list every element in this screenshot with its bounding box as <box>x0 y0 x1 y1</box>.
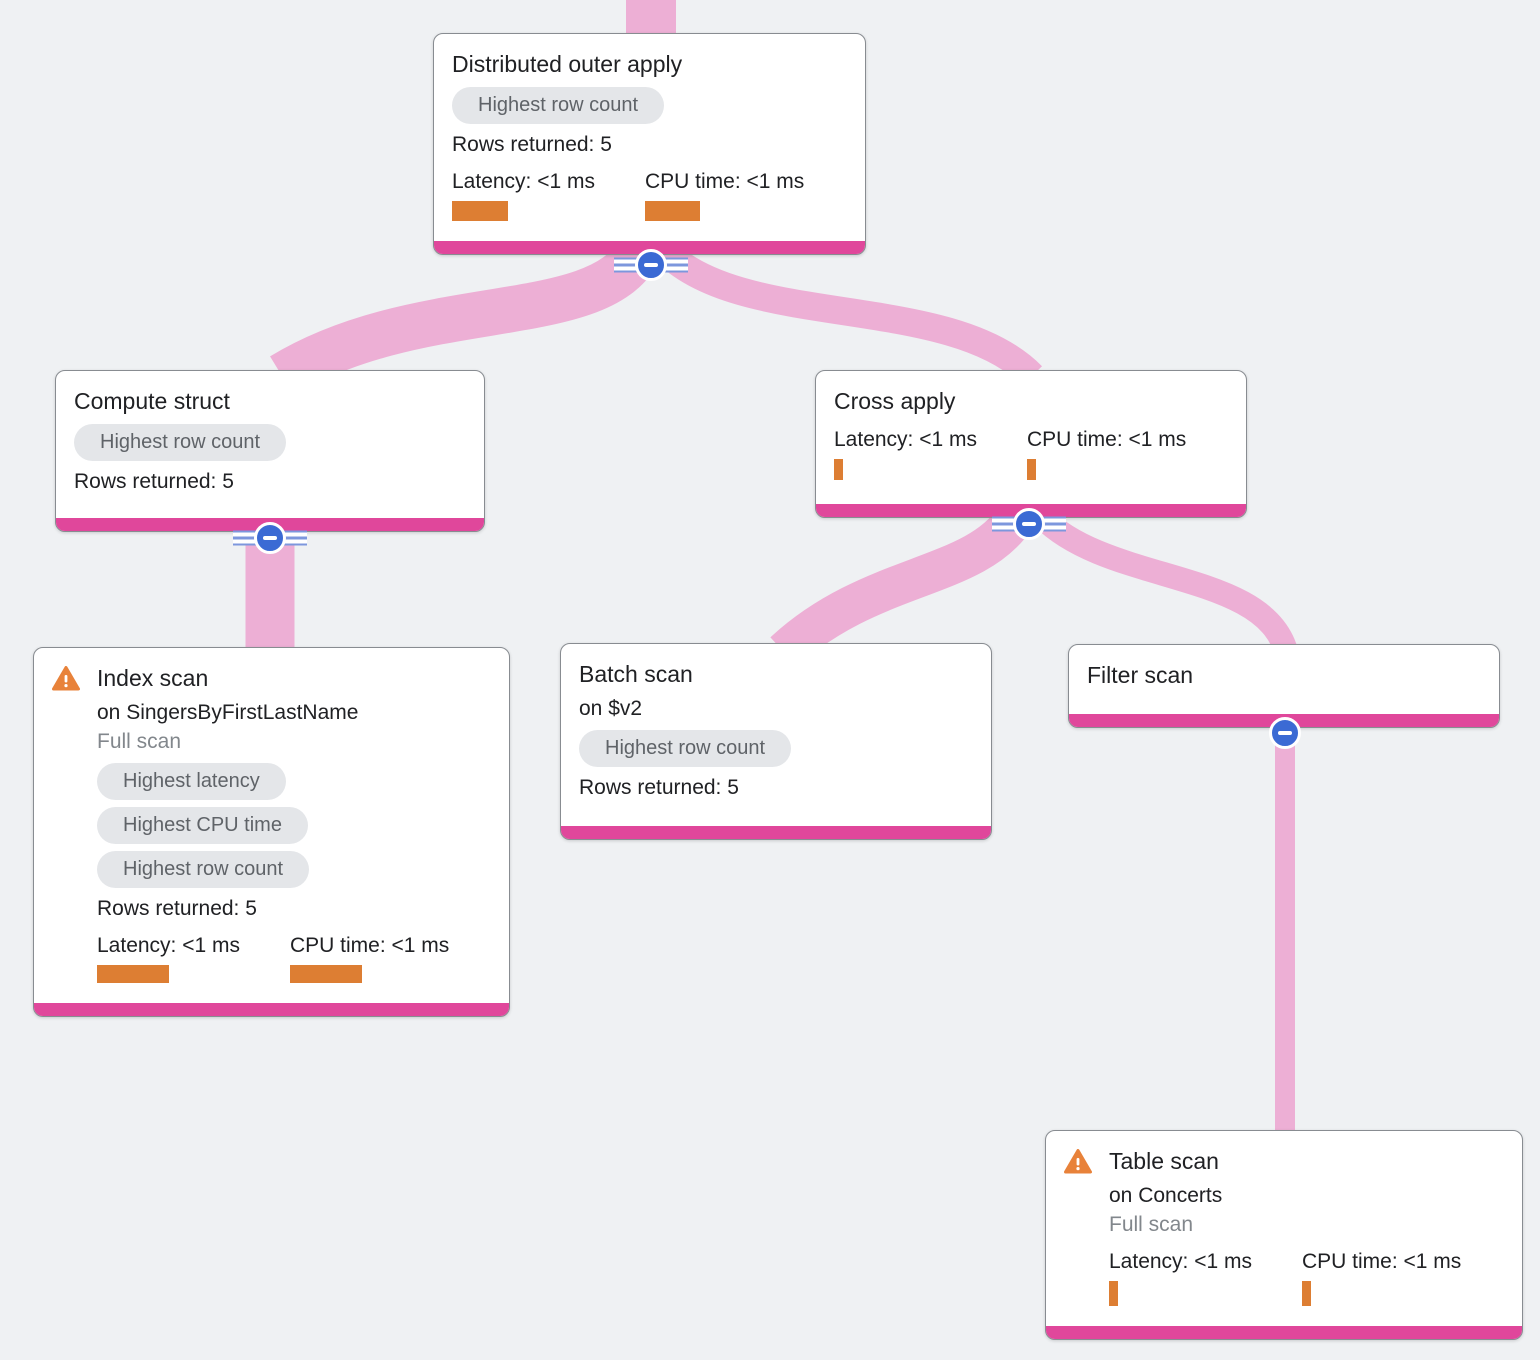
node-footer-bar <box>34 1003 509 1016</box>
rows-returned-label: Rows returned: 5 <box>97 897 257 920</box>
scan-type-label: Full scan <box>1109 1213 1194 1236</box>
cpu-time-label: CPU time: <1 ms <box>645 170 805 193</box>
badge-pill: Highest row count <box>97 851 310 888</box>
latency-bar <box>452 201 508 221</box>
cpu-time-label: CPU time: <1 ms <box>1027 428 1187 451</box>
rows-returned-label: Rows returned: 5 <box>579 776 739 799</box>
node-distributed-outer-apply[interactable]: Distributed outer apply Highest row coun… <box>433 33 866 255</box>
metrics-row: Latency: <1 ms CPU time: <1 ms <box>834 428 1228 480</box>
node-title: Distributed outer apply <box>452 51 683 77</box>
node-target-label: on Concerts <box>1109 1184 1223 1207</box>
metrics-row: Latency: <1 ms CPU time: <1 ms <box>97 934 491 983</box>
node-target-label: on $v2 <box>579 697 643 720</box>
collapse-button-filter-scan[interactable] <box>1248 716 1322 750</box>
latency-bar <box>834 459 843 480</box>
minus-icon[interactable] <box>1269 717 1301 749</box>
node-title: Cross apply <box>834 388 956 414</box>
cpu-time-label: CPU time: <1 ms <box>1302 1250 1462 1273</box>
cpu-time-bar <box>290 965 362 983</box>
node-target-label: on SingersByFirstLastName <box>97 701 359 724</box>
node-footer-bar <box>1046 1326 1522 1339</box>
cpu-time-metric: CPU time: <1 ms <box>290 934 483 983</box>
rows-returned-label: Rows returned: 5 <box>74 470 234 493</box>
latency-label: Latency: <1 ms <box>834 428 977 451</box>
badge-list: Highest row count <box>74 424 466 461</box>
cpu-time-bar <box>645 201 700 221</box>
collapse-button-cross-apply[interactable] <box>992 507 1066 541</box>
node-footer-bar <box>561 826 991 839</box>
badge-list: Highest row count <box>452 87 847 124</box>
minus-glyph <box>1022 522 1036 526</box>
minus-glyph <box>1278 731 1292 735</box>
node-title: Table scan <box>1109 1148 1219 1174</box>
node-title: Filter scan <box>1087 662 1194 688</box>
badge-pill: Highest row count <box>579 730 792 767</box>
warning-icon <box>52 666 80 691</box>
metrics-row: Latency: <1 ms CPU time: <1 ms <box>1109 1250 1504 1306</box>
plan-edge-batch-scan <box>770 506 1032 667</box>
latency-metric: Latency: <1 ms <box>452 170 645 221</box>
node-batch-scan[interactable]: Batch scan on $v2 Highest row count Rows… <box>560 643 992 840</box>
cpu-time-bar <box>1027 459 1036 480</box>
cpu-time-metric: CPU time: <1 ms <box>1302 1250 1495 1306</box>
badge-pill: Highest row count <box>452 87 665 124</box>
node-index-scan[interactable]: Index scan on SingersByFirstLastName Ful… <box>33 647 510 1017</box>
latency-label: Latency: <1 ms <box>452 170 595 193</box>
minus-glyph <box>644 263 658 267</box>
node-compute-struct[interactable]: Compute struct Highest row count Rows re… <box>55 370 485 532</box>
collapse-button-compute-struct[interactable] <box>233 521 307 555</box>
minus-icon[interactable] <box>635 249 667 281</box>
collapse-button-distributed-outer-apply[interactable] <box>614 248 688 282</box>
minus-icon[interactable] <box>1013 508 1045 540</box>
cpu-time-bar <box>1302 1281 1311 1306</box>
node-filter-scan[interactable]: Filter scan <box>1068 644 1500 728</box>
cpu-time-metric: CPU time: <1 ms <box>645 170 838 221</box>
latency-metric: Latency: <1 ms <box>1109 1250 1302 1306</box>
warning-icon <box>1064 1149 1092 1174</box>
cpu-time-metric: CPU time: <1 ms <box>1027 428 1220 480</box>
scan-type-label: Full scan <box>97 730 182 753</box>
badge-list: Highest row count <box>579 730 973 767</box>
node-title: Batch scan <box>579 661 693 687</box>
node-table-scan[interactable]: Table scan on Concerts Full scan Latency… <box>1045 1130 1523 1340</box>
badge-pill: Highest CPU time <box>97 807 308 844</box>
node-title: Compute struct <box>74 388 230 414</box>
node-cross-apply[interactable]: Cross apply Latency: <1 ms CPU time: <1 m… <box>815 370 1247 518</box>
node-title: Index scan <box>97 665 209 691</box>
plan-edge-filter-scan <box>1034 509 1299 659</box>
latency-metric: Latency: <1 ms <box>97 934 290 983</box>
minus-glyph <box>263 536 277 540</box>
plan-edge-cross-apply <box>653 239 1043 387</box>
latency-label: Latency: <1 ms <box>1109 1250 1252 1273</box>
plan-edge-compute-struct <box>270 238 660 396</box>
latency-bar <box>1109 1281 1118 1306</box>
latency-label: Latency: <1 ms <box>97 934 240 957</box>
rows-returned-label: Rows returned: 5 <box>452 133 612 156</box>
minus-icon[interactable] <box>254 522 286 554</box>
node-footer-bar <box>434 241 865 254</box>
badge-pill: Highest latency <box>97 763 286 800</box>
metrics-row: Latency: <1 ms CPU time: <1 ms <box>452 170 847 221</box>
latency-bar <box>97 965 169 983</box>
badge-pill: Highest row count <box>74 424 287 461</box>
cpu-time-label: CPU time: <1 ms <box>290 934 450 957</box>
latency-metric: Latency: <1 ms <box>834 428 1027 480</box>
